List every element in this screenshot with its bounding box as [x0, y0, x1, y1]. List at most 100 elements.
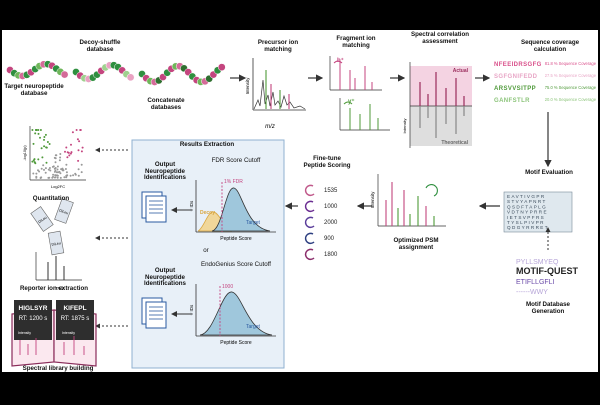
fdr-distribution-plot — [195, 180, 276, 233]
volcano-point — [56, 176, 59, 179]
score-value: 2000 — [324, 220, 338, 226]
score-value: 1000 — [324, 204, 338, 210]
score-arc-icon — [304, 200, 315, 213]
volcano-point — [77, 174, 80, 177]
volcano-point — [33, 161, 36, 164]
volcano-point — [59, 153, 62, 155]
volcano-plot — [29, 126, 86, 181]
motif-row: EAVTIVGPR — [507, 194, 546, 199]
volcano-point — [80, 171, 83, 174]
finetune-label: Fine-tune Peptide Scoring — [303, 155, 351, 169]
volcano-point — [66, 174, 69, 177]
results-title: Results Extraction — [179, 141, 235, 148]
fragment-spectrum-top — [329, 56, 382, 91]
coverage-label: Sequence coverage calculation — [520, 39, 580, 53]
motif-row: QSDFTAPLG — [507, 204, 547, 209]
intensity-axis-label: Intensity — [370, 191, 375, 209]
volcano-point — [43, 138, 45, 141]
volcano-point — [78, 140, 81, 143]
volcano-point — [37, 129, 40, 131]
document-icon — [141, 297, 167, 329]
coverage-sequence: SGFGNIFEDD — [494, 74, 538, 80]
volcano-point — [39, 136, 41, 139]
intensity-axis-label: Intensity — [18, 331, 31, 335]
decoy-db-beads — [72, 61, 135, 83]
motif-db-label: Motif Database Generation — [525, 301, 570, 315]
volcano-point — [71, 131, 74, 134]
volcano-point — [81, 146, 84, 149]
motif-row: QDGYRRRET — [507, 225, 549, 230]
volcano-point — [65, 163, 68, 166]
library-peptide-rt: RT: 1200 s — [19, 316, 48, 322]
output-label: Output Neuropeptide Identifications — [144, 161, 186, 181]
fdr-tag: 1% FDR — [224, 179, 243, 185]
volcano-point — [41, 156, 44, 159]
spectral-label: Spectral correlation assessment — [410, 31, 470, 45]
or-label: or — [203, 247, 209, 254]
volcano-point — [68, 154, 71, 157]
volcano-point — [31, 129, 34, 131]
volcano-point — [75, 129, 78, 131]
concat-db-label: Concatenate databases — [147, 97, 185, 111]
coverage-percent: 75.0 % Sequence Coverage — [545, 85, 597, 90]
volcano-point — [80, 150, 83, 153]
volcano-point — [55, 154, 58, 157]
volcano-point — [59, 176, 62, 179]
score-arc-icon — [304, 216, 315, 229]
motif-row: IETSVPFRS — [507, 215, 545, 220]
diagram-canvas — [2, 30, 598, 372]
volcano-point — [32, 159, 35, 162]
motif-db-line: PYLLSMYEQ — [516, 259, 559, 266]
volcano-point — [76, 138, 79, 141]
volcano-point — [31, 160, 34, 163]
volcano-point — [42, 164, 45, 167]
endo-distribution-plot — [195, 284, 276, 337]
volcano-point — [54, 161, 57, 164]
ids-axis-label: # IDs — [189, 200, 194, 211]
volcano-point — [54, 167, 57, 169]
volcano-point — [69, 152, 72, 155]
actual-tag: Actual — [453, 68, 469, 74]
coverage-sequence: NFEEIDRSGFG — [494, 62, 542, 68]
volcano-point — [39, 129, 42, 131]
optimized-label: Optimized PSM assignment — [393, 237, 439, 251]
motif-db-line: ETIFLLGFLI — [516, 279, 555, 286]
volcano-point — [53, 176, 56, 179]
decoy-db-label: Decoy-shuffle database — [79, 39, 121, 53]
peptide-score-label: Peptide Score — [220, 340, 252, 346]
spectral-correlation-plot — [409, 62, 472, 148]
volcano-point — [49, 169, 52, 172]
reporter-label: Reporter ion extraction — [19, 285, 89, 292]
mz-axis-label: m/z — [56, 286, 65, 292]
volcano-point — [45, 161, 48, 164]
motif-row: STVYAPNRT — [507, 199, 547, 204]
volcano-point — [35, 172, 38, 175]
motif-db-line: MOTIF-QUEST — [516, 266, 578, 276]
volcano-point — [77, 149, 80, 152]
volcano-point — [34, 132, 37, 135]
output-label: Output Neuropeptide Identifications — [144, 267, 186, 287]
volcano-point — [56, 165, 59, 168]
volcano-point — [48, 167, 51, 169]
intensity-axis-label: Intensity — [62, 331, 75, 335]
spectral-library-book — [11, 300, 97, 367]
volcano-point — [32, 172, 35, 175]
volcano-point — [43, 145, 46, 148]
bead — [217, 63, 226, 72]
coverage-sequence: ARSVVSITPP — [494, 86, 536, 92]
peptide-score-label: Peptide Score — [220, 236, 252, 242]
optimized-psm-spectrum — [377, 174, 446, 227]
tmt-tags — [30, 198, 82, 281]
fdr-cutoff-label: FDR Score Cutoff — [211, 157, 261, 164]
volcano-point — [44, 167, 47, 170]
volcano-point — [46, 141, 49, 143]
volcano-point — [39, 177, 42, 179]
volcano-point — [67, 151, 70, 154]
volcano-point — [47, 168, 50, 171]
score-arc-icon — [304, 184, 315, 197]
volcano-point — [48, 176, 51, 179]
volcano-point — [69, 174, 72, 177]
volcano-point — [57, 171, 60, 174]
